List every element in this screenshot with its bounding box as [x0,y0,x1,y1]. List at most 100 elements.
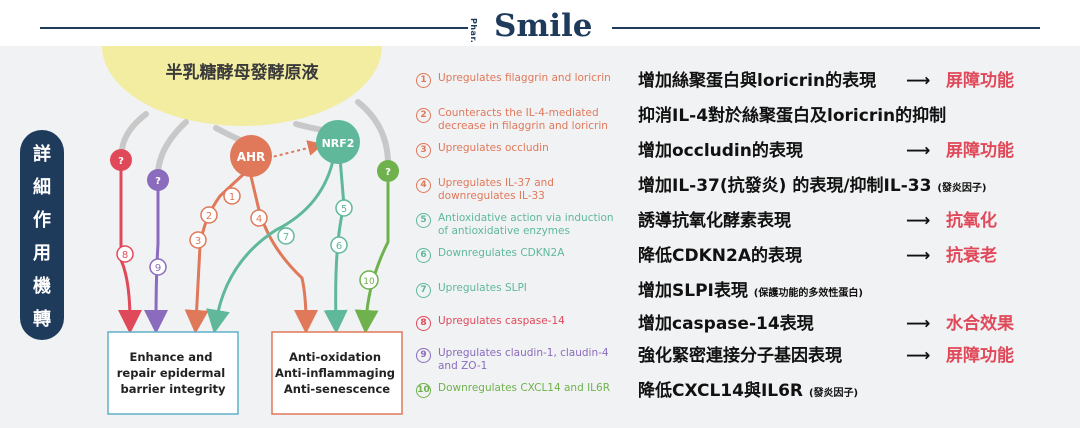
zh-text: 降低CDKN2A的表現 [638,246,802,266]
legend-text: Upregulates IL-37 and downregulates IL-3… [438,177,554,202]
path-7 [206,155,336,334]
source-title: 半乳糖酵母發酵原液 [166,62,319,83]
zh-text: 增加caspase-14表現 [638,314,814,334]
zh-description: 抑消IL-4對於絲聚蛋白及loricrin的抑制 [638,105,946,127]
antioxidation-box [271,331,403,415]
unknown-node-red [110,149,132,171]
unknown-node-label: ? [155,176,161,187]
zh-text: 誘導抗氧化酵素表現 [638,211,791,231]
zh-result: 抗衰老 [946,246,997,266]
unknown-node-label: ? [385,167,391,178]
brand-name: Smile [494,8,593,44]
legend-text: Upregulates caspase-14 [438,315,565,327]
legend-item: 1 Upregulates filaggrin and loricrin [416,72,633,100]
legend-item: 5 Antioxidative action via induction of a… [416,212,633,240]
legend-item: 9 Upregulates claudin-1, claudin-4 and ZO… [416,347,633,375]
zh-text: 降低CXCL14與IL6R [638,381,804,401]
legend-number: 3 [416,143,431,158]
side-char: 機 [33,276,51,297]
path-9 [144,190,169,334]
legend-item: 10 Downregulates CXCL14 and IL6R [416,382,633,410]
legend-text: Upregulates filaggrin and loricrin [438,72,611,84]
barrier-line-1: Enhance and [130,350,213,364]
side-char: 詳 [33,144,51,165]
legend-number: 7 [416,283,431,298]
path-number: 7 [283,232,289,243]
zh-text: 增加SLPI表現 [638,281,748,301]
antiox-line-1: Anti-oxidation [289,350,381,364]
brand-prefix: Phar. [469,18,478,44]
legend-number: 2 [416,108,431,123]
legend-number: 10 [416,383,431,398]
barrier-box-text: Enhance and repair epidermal barrier int… [117,350,229,396]
zh-note: (發炎因子) [808,388,859,399]
legend-text: Downregulates CDKN2A [438,247,565,259]
header-line-left [40,27,468,29]
mechanism-diagram: 半乳糖酵母發酵原液 ? ? AHR NRF2 ? 1 2 3 4 5 [102,46,403,415]
path-10 [354,182,390,334]
zh-description: 強化緊密連接分子基因表現 [638,345,842,367]
zh-description: 增加caspase-14表現 [638,313,814,335]
barrier-line-2: repair epidermal [117,366,225,380]
legend-number: 6 [416,248,431,263]
path-number: 3 [195,236,201,247]
barrier-box [107,331,239,415]
path-number: 5 [341,204,347,215]
barrier-line-3: barrier integrity [120,382,226,396]
path-number: 2 [206,211,212,222]
zh-description: 降低CDKN2A的表現 [638,245,802,267]
path-number: 6 [336,241,342,252]
arrow-icon: ⟶ [906,246,931,266]
side-char: 作 [33,210,51,231]
zh-text: 強化緊密連接分子基因表現 [638,346,842,366]
antiox-line-3: Anti-senescence [284,382,390,396]
nrf2-label: NRF2 [322,137,355,150]
zh-description: 增加IL-37(抗發炎) 的表現/抑制IL-33 (發炎因子) [638,175,986,200]
zh-text: 抑消IL-4對於絲聚蛋白及loricrin的抑制 [638,106,947,126]
legend-number: 9 [416,348,431,363]
zh-note: (發炎因子) [937,183,987,194]
header-line-right [612,27,1040,29]
legend-number: 8 [416,316,431,331]
legend-text: Antioxidative action via induction of an… [438,212,614,237]
path-number: 9 [155,263,161,274]
arrow-icon: ⟶ [906,141,931,161]
arrow-icon: ⟶ [906,314,931,334]
arrow-icon: ⟶ [906,71,931,91]
side-char: 細 [33,177,51,198]
legend-number: 5 [416,213,431,228]
legend-text: Upregulates SLPI [438,282,527,294]
side-char: 轉 [33,309,51,330]
zh-note: (保護功能的多效性蛋白) [753,288,863,299]
unknown-node-green [377,160,399,182]
zh-text: 增加IL-37(抗發炎) 的表現/抑制IL-33 [638,176,932,196]
legend-number: 1 [416,73,431,88]
zh-description: 增加SLPI表現 (保護功能的多效性蛋白) [638,280,863,305]
zh-result: 水合效果 [946,314,1014,334]
zh-description: 誘導抗氧化酵素表現 [638,210,791,232]
antiox-line-2: Anti-inflammaging [275,366,395,380]
zh-result: 屏障功能 [946,71,1014,91]
brand-logo: Phar. Smile [469,6,604,50]
nrf2-node [316,120,360,164]
side-label: 詳 細 作 用 機 轉 [20,130,64,340]
legend-text: Upregulates claudin-1, claudin-4 and ZO-… [438,347,609,372]
path-number: 10 [363,277,375,287]
zh-result: 屏障功能 [946,346,1014,366]
ahr-nrf2-link [267,140,324,159]
legend-item: 6 Downregulates CDKN2A [416,247,633,275]
source-half-circle [102,46,382,126]
arrow-icon: ⟶ [906,346,931,366]
antioxidation-box-text: Anti-oxidation Anti-inflammaging Anti-se… [275,350,399,396]
legend-item: 3 Upregulates occludin [416,142,633,170]
legend-text: Upregulates occludin [438,142,549,154]
zh-description: 增加絲聚蛋白與loricrin的表現 [638,70,876,92]
path-number: 4 [256,214,262,225]
arrow-icon: ⟶ [906,211,931,231]
legend-text: Downregulates CXCL14 and IL6R [438,382,611,394]
legend-item: 8 Upregulates caspase-14 [416,315,633,343]
unknown-node-label: ? [118,156,124,167]
unknown-node-purple [147,169,169,191]
legend-number: 4 [416,178,431,193]
